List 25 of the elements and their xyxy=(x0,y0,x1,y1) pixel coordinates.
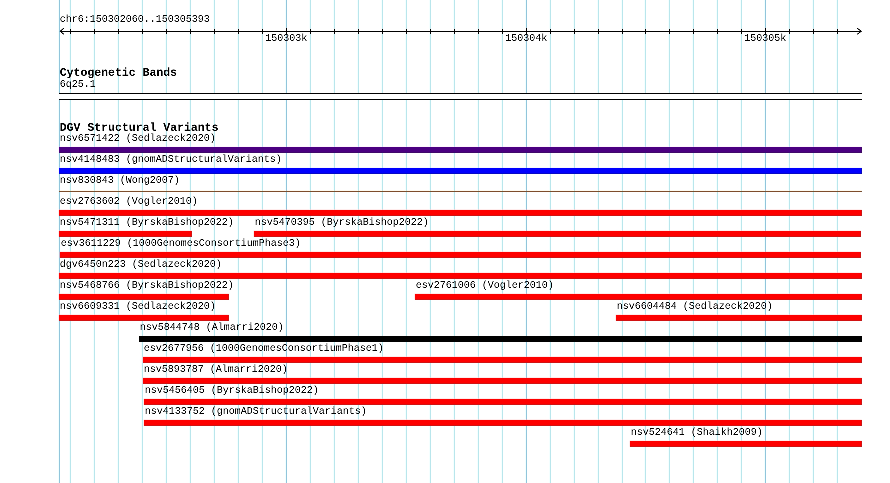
feature-label: nsv5893787 (Almarri2020) xyxy=(143,365,288,377)
feature-label: esv2761006 (Vogler2010) xyxy=(415,281,554,293)
track-title: DGV Structural Variants xyxy=(60,122,219,134)
feature-label: nsv5456405 (ByrskaBishop2022) xyxy=(144,386,320,398)
feature-label: nsv5468766 (ByrskaBishop2022) xyxy=(59,281,234,293)
feature-label: nsv5471311 (ByrskaBishop2022) xyxy=(59,218,234,230)
feature-label: nsv6604484 (Sedlazeck2020) xyxy=(616,302,774,314)
feature-label: nsv830843 (Wong2007) xyxy=(59,176,180,188)
feature-label: nsv6571422 (Sedlazeck2020) xyxy=(59,134,216,146)
feature-label: dgv6450n223 (Sedlazeck2020) xyxy=(59,260,222,272)
track-title: Cytogenetic Bands xyxy=(60,66,178,80)
tick-label: 150304k xyxy=(506,34,548,46)
feature-label: nsv5470395 (ByrskaBishop2022) xyxy=(254,218,430,230)
feature-label: nsv4148483 (gnomADStructuralVariants) xyxy=(59,155,282,167)
feature-label: esv3611229 (1000GenomesConsortiumPhase3) xyxy=(60,239,302,251)
feature-label: nsv6609331 (Sedlazeck2020) xyxy=(59,302,216,314)
feature-label: nsv524641 (Shaikh2009) xyxy=(630,428,764,440)
band-label: 6q25.1 xyxy=(59,80,96,92)
tick-label: 150305k xyxy=(744,34,786,46)
feature-label: nsv5844748 (Almarri2020) xyxy=(139,323,284,335)
location-label: chr6:150302060..150305393 xyxy=(60,15,210,27)
feature-label: esv2763602 (Vogler2010) xyxy=(59,197,198,209)
feature-label: nsv4133752 (gnomADStructuralVariants) xyxy=(144,407,368,419)
tick-label: 150303k xyxy=(266,34,308,46)
feature-label: esv2677956 (1000GenomesConsortiumPhase1) xyxy=(143,344,384,356)
